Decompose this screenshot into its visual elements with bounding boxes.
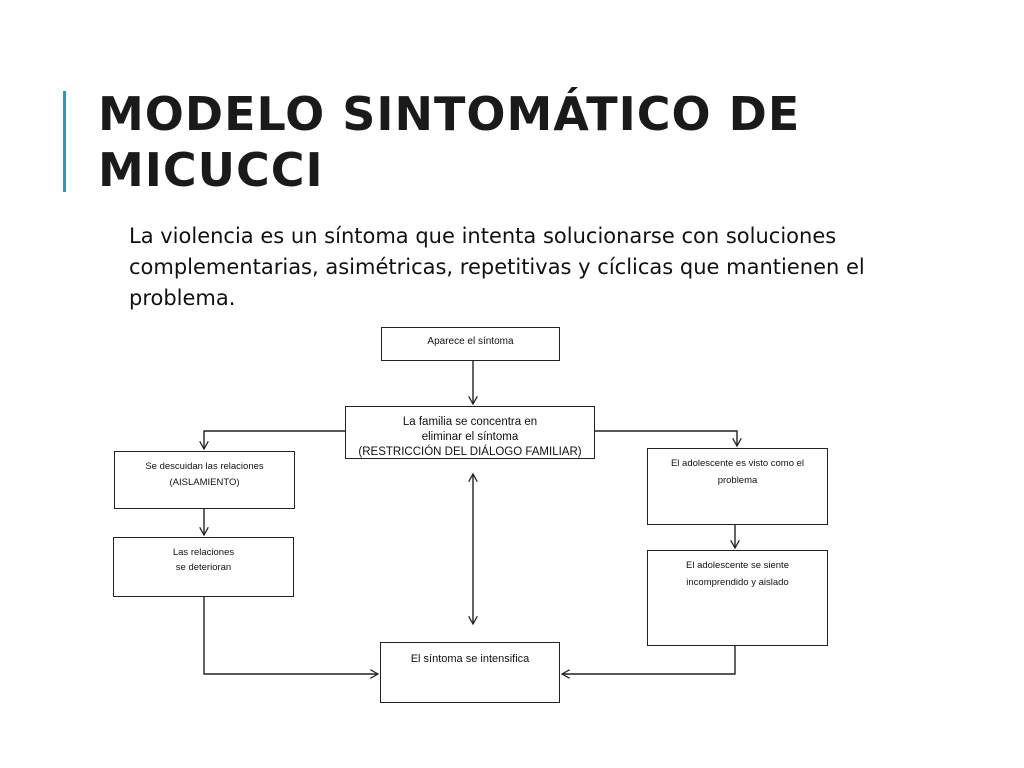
node-adolescente-visto-line-1: El adolescente es visto como el (670, 458, 805, 469)
connector-deterioran-intensifica (203, 597, 378, 674)
slide-body-text: La violencia es un síntoma que intenta s… (129, 224, 865, 310)
node-sintoma-intensifica: El síntoma se intensifica (380, 642, 560, 703)
connector-siente-intensifica (562, 646, 736, 674)
node-relaciones-deterioran: Las relaciones se deterioran (113, 537, 294, 597)
node-familia-concentra-line-2: eliminar el síntoma (421, 431, 519, 443)
node-descuidan-relaciones-line-2: (AISLAMIENTO) (169, 477, 240, 488)
node-adolescente-siente-line-2: incomprendido y aislado (686, 577, 789, 588)
node-descuidan-relaciones: Se descuidan las relaciones (AISLAMIENTO… (114, 451, 295, 509)
connector-familia-descuidan (204, 430, 345, 449)
node-relaciones-deterioran-line-2: se deterioran (175, 562, 232, 573)
node-adolescente-siente: El adolescente se siente incomprendido y… (647, 550, 828, 646)
node-aparece-sintoma: Aparece el síntoma (381, 327, 560, 361)
node-relaciones-deterioran-line-1: Las relaciones (172, 547, 235, 558)
node-adolescente-visto-line-2: problema (717, 475, 758, 486)
slide-title-line-2: MICUCCI (98, 143, 324, 197)
node-familia-concentra-line-3: (RESTRICCIÓN DEL DIÁLOGO FAMILIAR) (358, 446, 582, 458)
slide-title-line-1: MODELO SINTOMÁTICO DE (98, 87, 801, 141)
node-descuidan-relaciones-line-1: Se descuidan las relaciones (145, 461, 264, 472)
slide-title: MODELO SINTOMÁTICO DE MICUCCI (98, 86, 818, 198)
node-adolescente-siente-line-1: El adolescente se siente (686, 560, 789, 571)
title-accent-bar (63, 91, 66, 192)
node-sintoma-intensifica-line-1: El síntoma se intensifica (410, 653, 530, 665)
connector-familia-visto (595, 430, 737, 446)
node-familia-concentra: La familia se concentra en eliminar el s… (345, 406, 595, 459)
node-familia-concentra-line-1: La familia se concentra en (402, 416, 538, 428)
node-adolescente-visto: El adolescente es visto como el problema (647, 448, 828, 525)
node-aparece-sintoma-line-1: Aparece el síntoma (427, 336, 514, 347)
